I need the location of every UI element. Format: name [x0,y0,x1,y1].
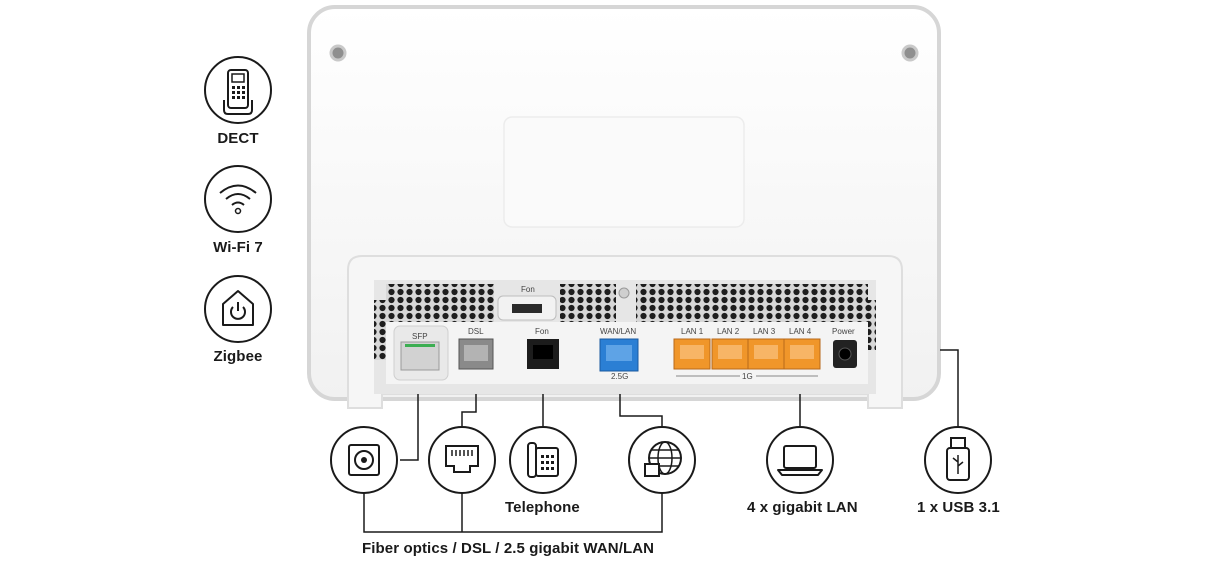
lan2-label: LAN 2 [717,327,740,336]
router-body: Fon SFP DSL Fon WAN/LAN 2.5G LAN 1 LAN 2… [307,5,941,409]
zigbee-label: Zigbee [213,348,263,365]
dect-phone-icon [204,56,272,124]
fiber-dsl-wan-label: Fiber optics / DSL / 2.5 gigabit WAN/LAN [362,540,655,557]
lan4-label: LAN 4 [789,327,812,336]
usb-label: 1 x USB 3.1 [917,499,1000,516]
telephone-icon [509,426,577,494]
screw-left [329,44,347,62]
wifi-icon [204,165,272,233]
dect-label: DECT [217,130,259,147]
wifi-label: Wi-Fi 7 [213,239,263,256]
zigbee-home-icon [204,275,272,343]
ethernet-port-icon [428,426,496,494]
lan-ports [673,338,821,370]
fon-label: Fon [535,327,549,336]
wan-lan-sublabel: 2.5G [611,372,628,381]
usb-stick-icon [924,426,992,494]
top-port-label: Fon [521,285,535,294]
lan1-label: LAN 1 [681,327,704,336]
lan-group-label: 1G [742,372,753,381]
connector-lines [363,349,959,533]
fiber-optic-icon [330,426,398,494]
laptop-icon [766,426,834,494]
gigabit-lan-label: 4 x gigabit LAN [747,499,858,516]
screw-right [901,44,919,62]
vent-grill-right [636,284,868,322]
vent-grill-mid [560,284,616,322]
sfp-label: SFP [412,332,428,341]
globe-network-icon [628,426,696,494]
telephone-label: Telephone [505,499,580,516]
vent-grill-left [386,284,494,322]
label-area [503,116,745,228]
lan3-label: LAN 3 [753,327,776,336]
dsl-label: DSL [468,327,484,336]
power-label: Power [832,327,855,336]
wan-lan-label: WAN/LAN [600,327,636,336]
